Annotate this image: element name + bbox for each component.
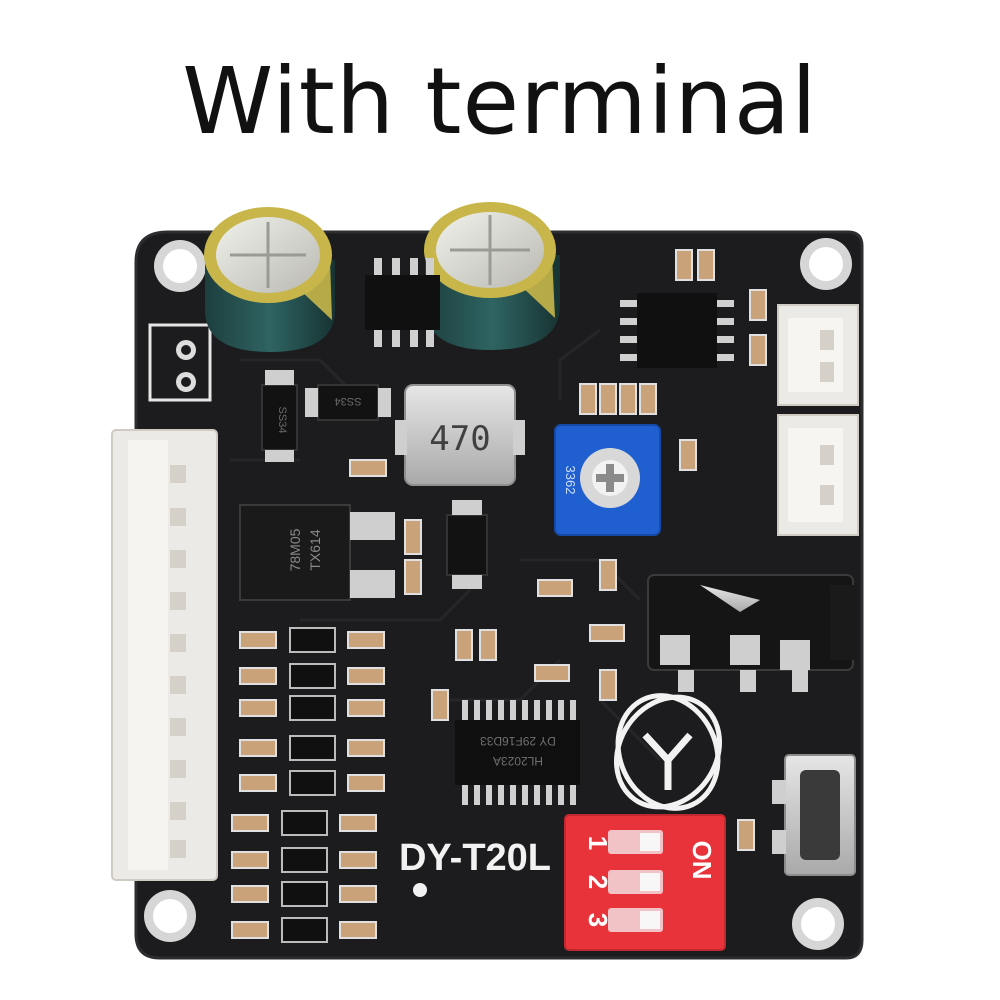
model-label: DY-T20L (399, 837, 551, 879)
terminal-connector (111, 429, 218, 881)
ic-sop8-top (365, 258, 440, 347)
diode-ss34: SS34 (305, 384, 391, 421)
smd-passives (349, 249, 767, 851)
dip-switch-on-label: ON (687, 841, 717, 880)
trimmer-label: 3362 (563, 466, 578, 495)
jst-connector-bottom (777, 414, 859, 536)
dip-switch-label-3: 3 (583, 913, 613, 927)
component-array (231, 627, 385, 943)
dip-switch-2-toggle (640, 873, 660, 891)
regulator-label-line1: 78M05 (287, 528, 303, 571)
pin1-marker (413, 883, 427, 897)
diode-vertical (446, 500, 488, 589)
ic-sop8-right (620, 293, 734, 368)
speaker-pads (148, 323, 212, 402)
capacitor-right (424, 202, 560, 350)
jst-connector-top (777, 304, 859, 406)
trimmer-potentiometer: 3362 (554, 424, 661, 536)
mounting-hole (154, 240, 206, 292)
dip-switch: 1 2 3 ON (564, 814, 726, 951)
audio-jack (647, 574, 858, 692)
brand-logo-icon (613, 693, 723, 811)
capacitor-left (204, 207, 335, 352)
headline: With terminal (182, 48, 818, 155)
dip-switch-3-toggle (640, 911, 660, 929)
main-ic-label-line1: DY 29F16D33 (480, 734, 556, 748)
dip-switch-label-2: 2 (583, 875, 613, 889)
voltage-regulator: 78M05 TX614 (239, 504, 395, 601)
regulator-label-line2: TX614 (307, 529, 323, 570)
mounting-hole (800, 238, 852, 290)
diode-ss34: SS34 (261, 370, 298, 462)
main-ic-label-line2: HL2023A (493, 754, 543, 768)
dip-switch-1-toggle (640, 833, 660, 851)
inductor-label: 470 (429, 419, 490, 459)
mounting-hole (792, 898, 844, 950)
inductor-470: 470 (395, 384, 525, 486)
diode-label: SS34 (335, 395, 362, 407)
mounting-hole (144, 890, 196, 942)
main-ic: DY 29F16D33 HL2023A (455, 700, 580, 805)
micro-usb-port (772, 754, 856, 876)
dip-switch-label-1: 1 (583, 836, 613, 850)
diode-label: SS34 (276, 407, 288, 434)
